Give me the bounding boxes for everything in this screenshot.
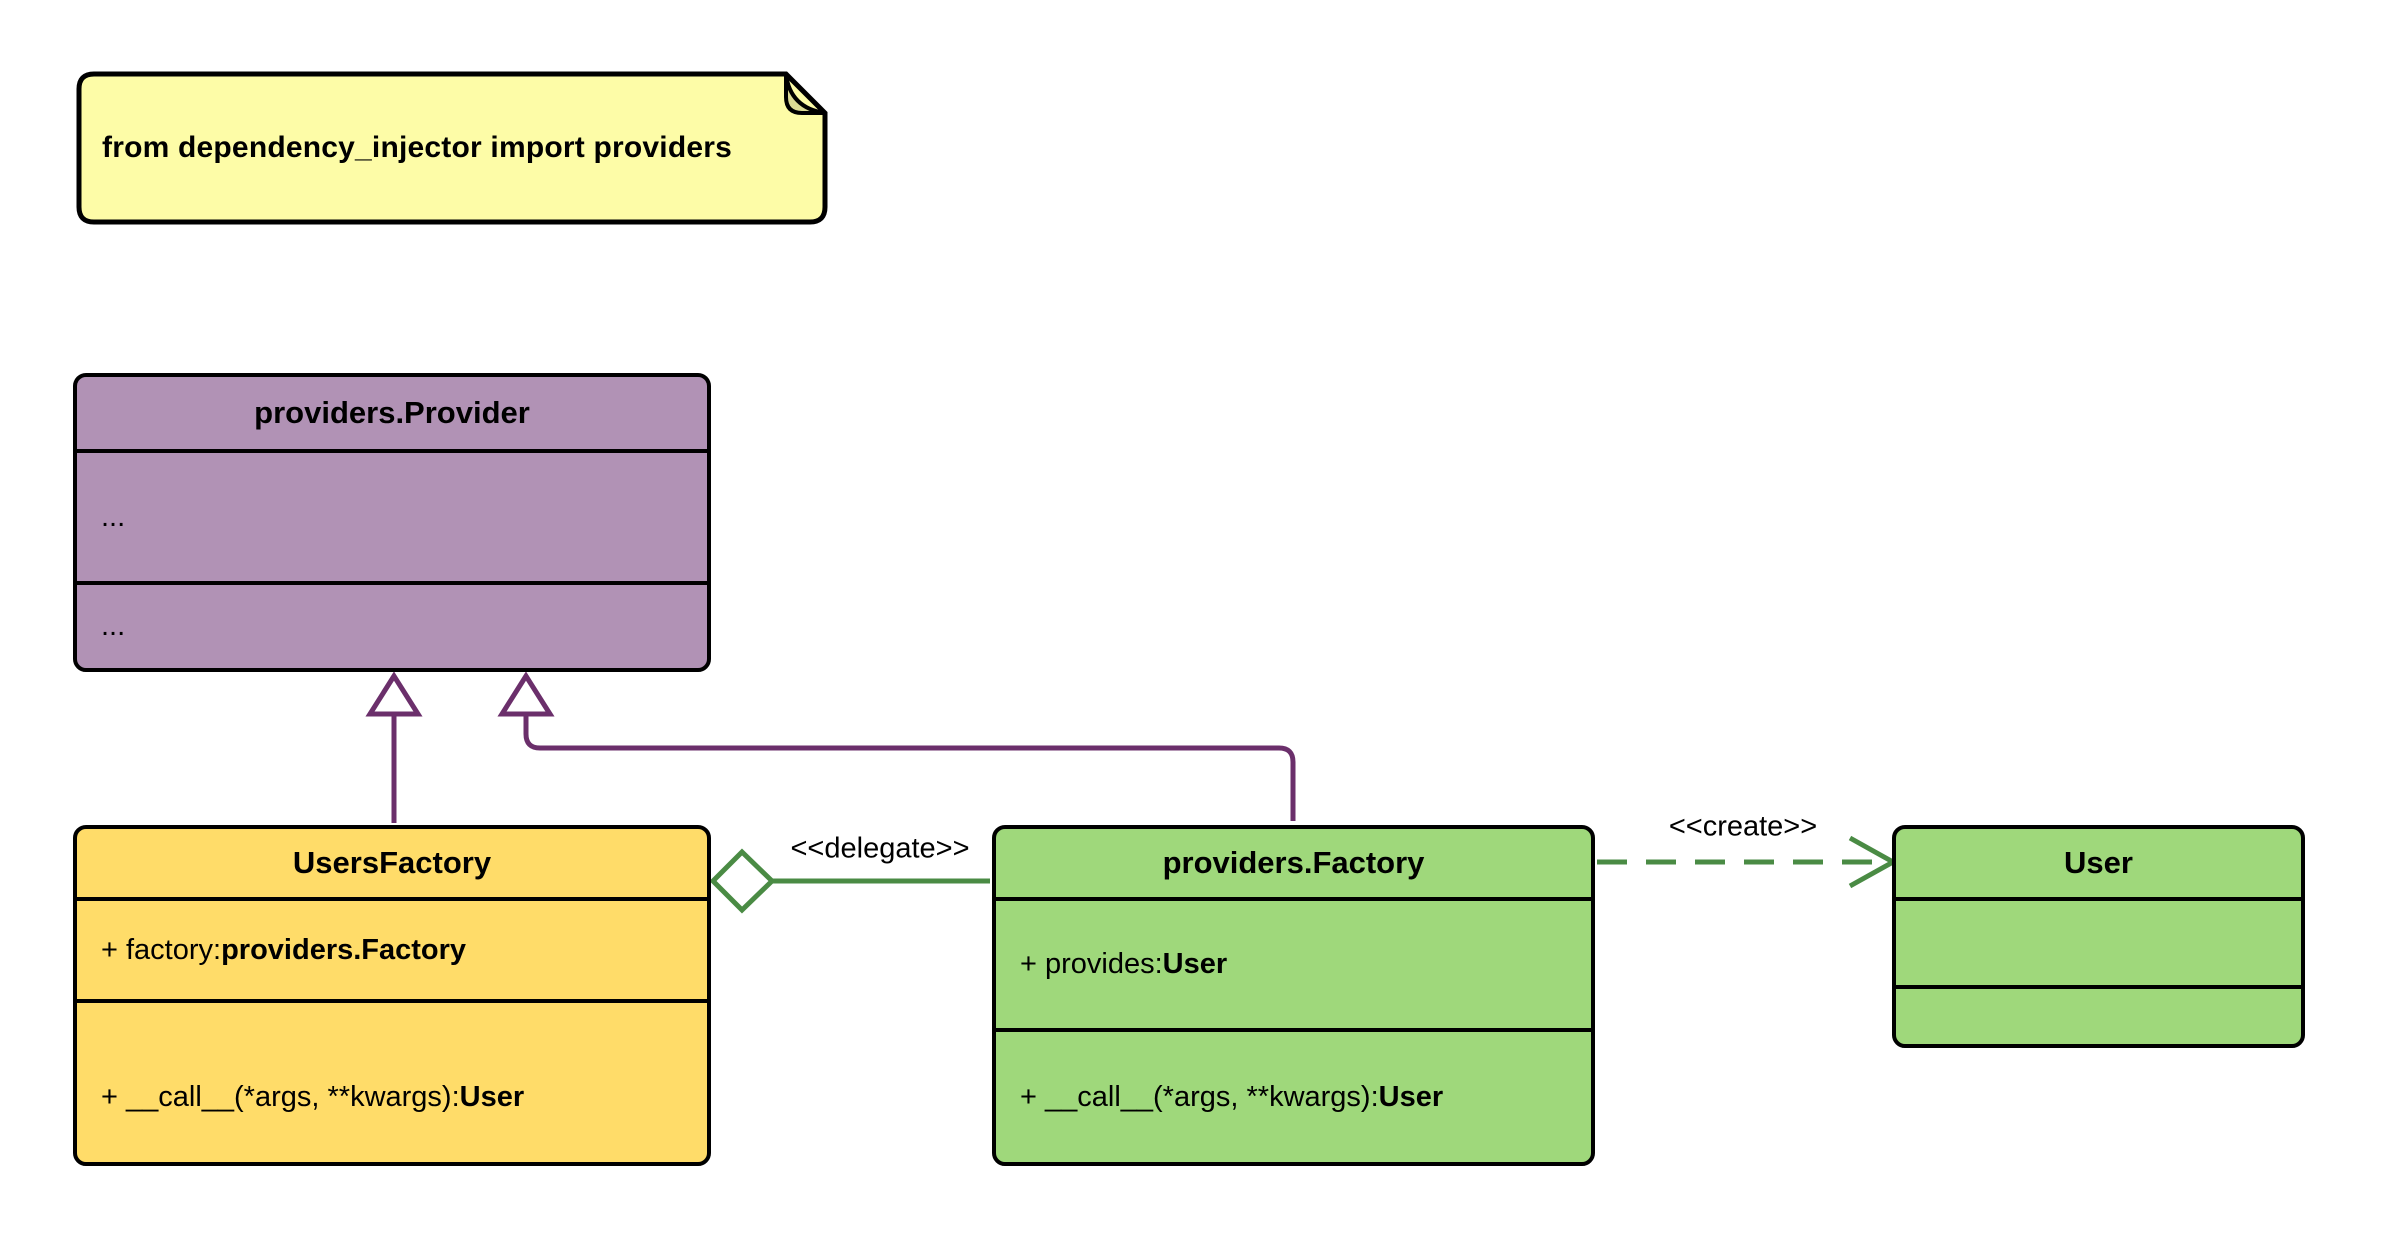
sticky-note: from dependency_injector import provider… [76,71,828,225]
note-text: from dependency_injector import provider… [102,131,732,164]
class-methods-section: + __call__(*args, **kwargs): User [996,1028,1591,1162]
create-stereotype-label: <<create>> [1668,810,1818,843]
attributes-placeholder: ... [101,500,126,533]
inheritance-triangle-icon [365,671,423,717]
class-attributes-section: + factory: providers.Factory [77,897,707,999]
note-shape [76,71,828,225]
class-user: User [1892,825,2305,1048]
method-signature: + __call__(*args, **kwargs): [1020,1080,1379,1113]
methods-placeholder: ... [101,610,126,642]
class-attributes-section [1896,897,2301,985]
class-providers-factory: providers.Factory + provides: User + __c… [992,825,1595,1166]
aggregation-diamond-icon [709,848,776,914]
inheritance-left-connector [365,671,423,823]
note-fold-icon [784,72,827,115]
class-users-factory: UsersFactory + factory: providers.Factor… [73,825,711,1166]
class-attributes-section: + provides: User [996,897,1591,1028]
attribute-name: + factory: [101,933,222,966]
class-title: providers.Provider [254,395,530,430]
class-methods-section: ... [77,581,707,668]
delegate-stereotype-label: <<delegate>> [790,832,970,865]
create-connector [1597,835,1899,889]
class-title: providers.Factory [1162,845,1425,880]
attribute-type: providers.Factory [221,933,467,966]
class-title: User [2064,845,2133,880]
attribute-type: User [1162,948,1228,980]
open-arrowhead-icon [1848,835,1899,889]
class-providers-provider: providers.Provider ... ... [73,373,711,672]
class-methods-section: + __call__(*args, **kwargs): User [77,999,707,1162]
class-attributes-section: ... [77,449,707,581]
class-methods-section [1896,985,2301,1044]
inheritance-right-connector [497,671,1296,821]
attribute-name: + provides: [1020,948,1163,980]
method-signature: + __call__(*args, **kwargs): [101,1081,460,1113]
method-return-type: User [459,1081,525,1113]
class-title: UsersFactory [292,845,492,880]
inheritance-triangle-icon [497,671,555,717]
method-return-type: User [1378,1080,1444,1113]
